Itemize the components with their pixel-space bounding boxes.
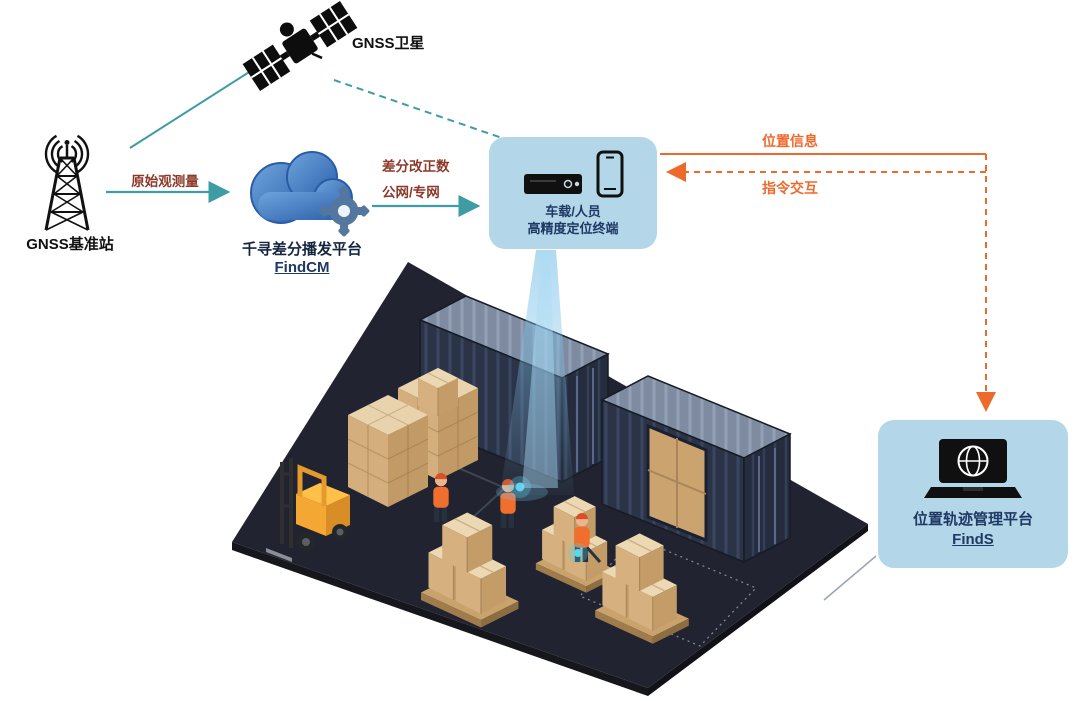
edge-position-info-line [660,153,996,412]
platform-scene-connector [823,555,877,601]
receiver-icon [524,173,582,194]
management-platform-subtitle: FindS [952,530,994,548]
gear-icon [318,185,370,237]
correction-labels: 差分改正数 公网/专网 [382,155,450,201]
raw-observation-label: 原始观测量 [131,174,199,189]
satellite-label: GNSS卫星 [352,35,425,52]
positioning-beam [496,250,574,501]
laptop-icon [924,438,1022,498]
cloud-platform-subtitle: FindCM [274,259,330,276]
edge-satellite-to-base-line [129,59,269,149]
container-cargo [646,423,708,543]
correction-label-line2: 公网/专网 [382,185,440,200]
position-info-label: 位置信息 [762,133,818,149]
terminal-label-line1: 车载/人员 [545,203,601,219]
box-stack-front [347,394,429,508]
terminal-device-icons [522,150,624,198]
base-station-icon [44,134,90,231]
correction-label-line1: 差分改正数 [382,159,450,174]
signal-waves-icon [44,134,90,174]
terminal-label-line2: 高精度定位终端 [527,220,619,236]
phone-icon [596,150,624,197]
cloud-platform-title: 千寻差分播发平台 [241,241,362,258]
base-station-label: GNSS基准站 [26,236,114,253]
forklift [266,458,350,562]
satellite-icon [242,0,358,92]
edge-satellite-to-terminal-line [333,79,503,139]
container-2 [600,375,792,564]
management-platform-panel: 位置轨迹管理平台 FindS [878,420,1068,568]
command-interaction-label: 指令交互 [762,180,818,196]
globe-icon [957,445,989,476]
cloud-icon [250,151,370,237]
terminal-panel: 车载/人员 高精度定位终端 [489,137,657,249]
management-platform-title: 位置轨迹管理平台 [912,510,1033,528]
